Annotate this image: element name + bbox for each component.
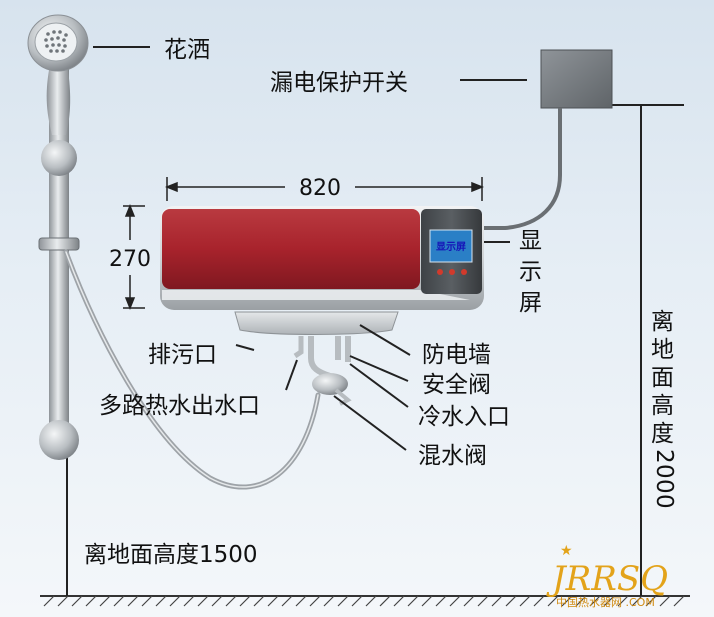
panel-button-3[interactable] bbox=[461, 269, 467, 275]
rail-bottom-knob bbox=[39, 420, 79, 460]
label-width-820: 820 bbox=[299, 176, 341, 201]
svg-text:面: 面 bbox=[651, 365, 674, 391]
watermark-domain: 中国热水器网 .COM bbox=[556, 596, 655, 609]
svg-text:高: 高 bbox=[651, 393, 674, 419]
watermark-logo: ★ JRRSQ 中国热水器网 .COM bbox=[546, 543, 668, 609]
svg-text:0: 0 bbox=[651, 494, 677, 509]
label-safety-valve: 安全阀 bbox=[422, 372, 491, 398]
panel-button-1[interactable] bbox=[437, 269, 443, 275]
label-mixing-valve: 混水阀 bbox=[418, 443, 487, 469]
label-height-2000: 离 地 面 高 度 2 0 0 0 bbox=[651, 309, 677, 509]
label-leakage-switch: 漏电保护开关 bbox=[270, 70, 408, 96]
display-screen bbox=[429, 229, 473, 263]
label-anti-electric-wall: 防电墙 bbox=[422, 342, 491, 368]
pipe-fittings bbox=[293, 336, 352, 406]
label-drain-outlet: 排污口 bbox=[148, 342, 217, 368]
label-cold-inlet: 冷水入口 bbox=[418, 404, 510, 430]
svg-text:0: 0 bbox=[651, 464, 677, 479]
svg-text:0: 0 bbox=[651, 479, 677, 494]
svg-text:度: 度 bbox=[651, 421, 674, 447]
heater-base-plate bbox=[234, 311, 399, 335]
label-display-screen: 显 示 屏 bbox=[519, 228, 542, 316]
label-height-270: 270 bbox=[109, 247, 151, 272]
label-height-1500: 离地面高度1500 bbox=[84, 542, 258, 568]
svg-text:屏: 屏 bbox=[519, 290, 542, 316]
svg-text:地: 地 bbox=[651, 337, 674, 363]
panel-button-2[interactable] bbox=[449, 269, 455, 275]
shower-head-icon bbox=[34, 22, 78, 62]
mixing-valve-body bbox=[312, 373, 348, 395]
svg-text:2: 2 bbox=[651, 449, 677, 464]
width-dimension bbox=[164, 177, 485, 201]
screen-text: 显示屏 bbox=[436, 241, 466, 253]
label-shower-head: 花洒 bbox=[164, 37, 210, 63]
heater-red-panel bbox=[162, 209, 420, 289]
leakage-switch-box bbox=[540, 49, 613, 109]
rail-top-knob bbox=[41, 140, 77, 176]
svg-text:显: 显 bbox=[519, 228, 542, 254]
watermark-brand: JRRSQ bbox=[546, 559, 668, 599]
svg-text:示: 示 bbox=[519, 259, 542, 285]
svg-text:离: 离 bbox=[651, 309, 674, 335]
rail-slider[interactable] bbox=[38, 237, 80, 251]
height-2000-line bbox=[612, 104, 684, 596]
label-multi-outlet: 多路热水出水口 bbox=[99, 393, 260, 419]
floor-line bbox=[40, 595, 690, 607]
shower-head-assembly bbox=[27, 14, 89, 135]
leader-lines bbox=[93, 46, 527, 451]
water-heater: 显示屏 bbox=[160, 206, 484, 310]
power-cable bbox=[482, 108, 562, 230]
height-dimension bbox=[123, 203, 145, 311]
svg-text:★: ★ bbox=[560, 543, 573, 559]
